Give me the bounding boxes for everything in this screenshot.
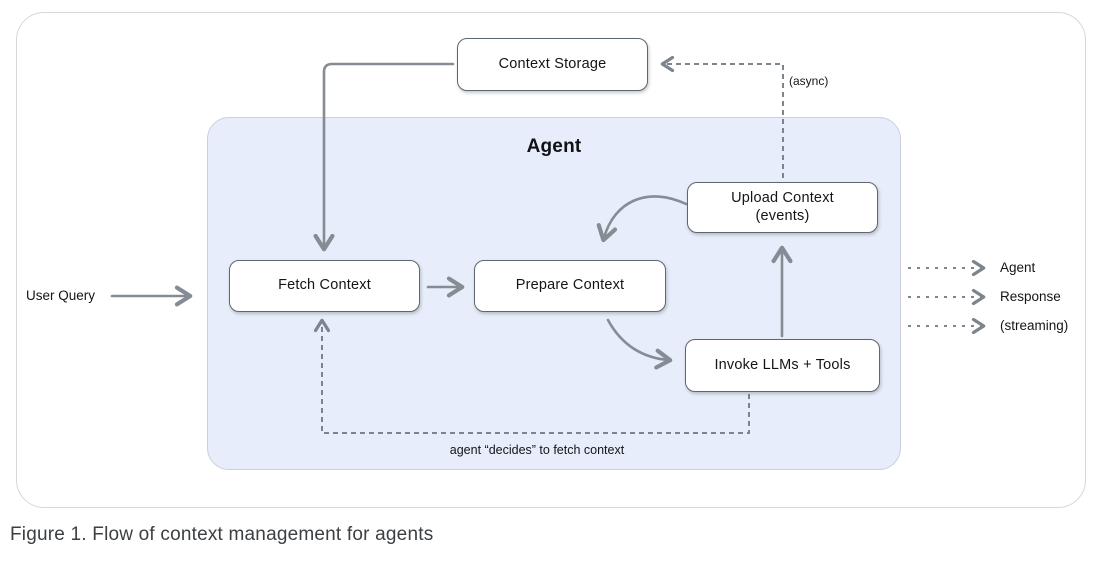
node-invoke-llms-tools-label: Invoke LLMs + Tools	[714, 356, 851, 373]
agent-group-title: Agent	[526, 136, 582, 157]
output-label-streaming: (streaming)	[1000, 318, 1069, 333]
node-invoke-llms-tools: Invoke LLMs + Tools	[685, 339, 880, 392]
node-fetch-context-label: Fetch Context	[278, 277, 371, 294]
output-label-response: Response	[1000, 289, 1061, 304]
node-upload-context-label-line2: (events)	[755, 207, 810, 224]
node-prepare-context-label: Prepare Context	[515, 277, 625, 294]
node-context-storage: Context Storage	[457, 38, 648, 91]
agent-decides-label: agent “decides” to fetch context	[449, 443, 625, 457]
node-upload-context: Upload Context (events)	[687, 182, 878, 233]
output-label-agent: Agent	[1000, 260, 1036, 275]
node-context-storage-label: Context Storage	[498, 55, 607, 72]
node-prepare-context: Prepare Context	[474, 260, 666, 312]
node-upload-context-label-line1: Upload Context	[731, 190, 834, 207]
figure-caption: Figure 1. Flow of context management for…	[10, 524, 434, 545]
user-query-label: User Query	[26, 288, 96, 303]
async-note-label: (async)	[789, 74, 829, 88]
node-fetch-context: Fetch Context	[229, 260, 420, 312]
